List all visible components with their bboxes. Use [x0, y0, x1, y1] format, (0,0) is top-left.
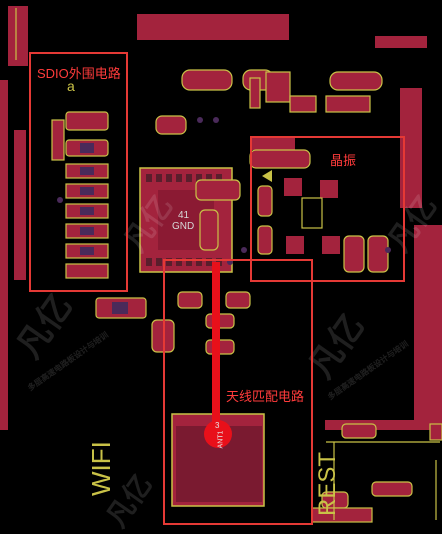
chip-pin-number: 41 — [178, 210, 190, 221]
rest-label: REST — [314, 451, 341, 516]
antenna-pin-number: 3 — [215, 421, 220, 430]
antenna-match-annotation-label: 天线匹配电路 — [226, 389, 305, 404]
right-components — [311, 423, 442, 523]
crystal-annotation-label: 晶振 — [330, 153, 357, 168]
chip-net-label: GND — [172, 221, 195, 232]
ref-designator-a: a — [67, 78, 75, 94]
wifi-label: WIFI — [86, 441, 116, 496]
crystal-components — [195, 170, 389, 273]
sdio-annotation-label: SDIO外围电路 — [37, 66, 121, 81]
sdio-components — [51, 111, 147, 319]
rf-trace — [204, 262, 232, 448]
vias — [57, 117, 391, 265]
sdio-annotation-box — [29, 52, 128, 292]
copper-pours — [0, 6, 442, 430]
top-components — [155, 69, 383, 169]
crystal-annotation-box — [250, 136, 405, 282]
silkscreen-lines — [15, 8, 440, 520]
antenna-match-annotation-box — [163, 259, 313, 525]
